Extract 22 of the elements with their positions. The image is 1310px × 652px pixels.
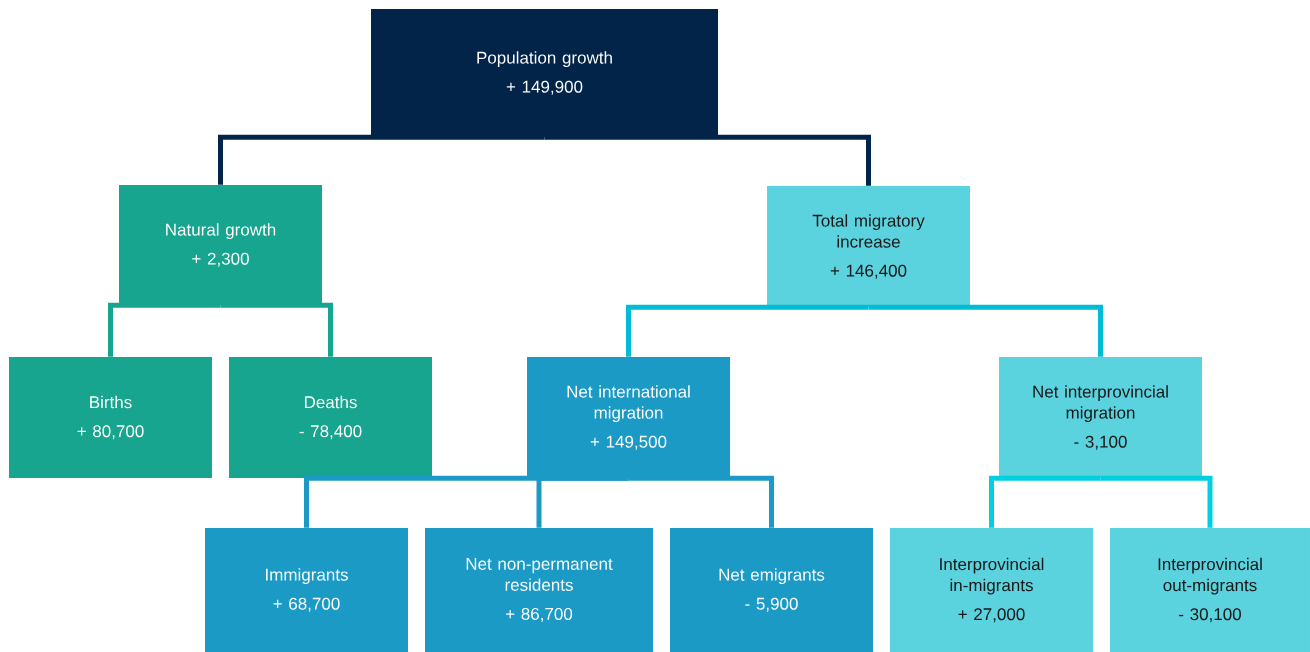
box: Immigrants + 68,700 [205, 528, 408, 652]
box: Net emigrants - 5,900 [670, 528, 873, 652]
connector [868, 304, 1103, 357]
box: Net international migration + 149,500 [527, 357, 730, 478]
connector [626, 304, 869, 357]
box: Interprovincial in-migrants + 27,000 [890, 528, 1093, 652]
box: Net non-permanent residents + 86,700 [425, 528, 653, 652]
connector [218, 134, 545, 185]
box: Natural growth + 2,300 [119, 185, 322, 305]
box: Deaths - 78,400 [229, 357, 432, 478]
box: Interprovincial out-migrants - 30,100 [1110, 528, 1310, 652]
box: Population growth + 149,900 [371, 9, 718, 137]
connector [108, 302, 221, 357]
box: Total migratory increase + 146,400 [767, 186, 970, 307]
box: Births + 80,700 [9, 357, 212, 478]
connector [1100, 475, 1213, 528]
connector [989, 475, 1101, 528]
connector [544, 134, 871, 186]
connector [628, 475, 774, 528]
box: Net interprovincial migration - 3,100 [999, 357, 1202, 478]
connector [220, 302, 333, 357]
connector [536, 475, 629, 528]
